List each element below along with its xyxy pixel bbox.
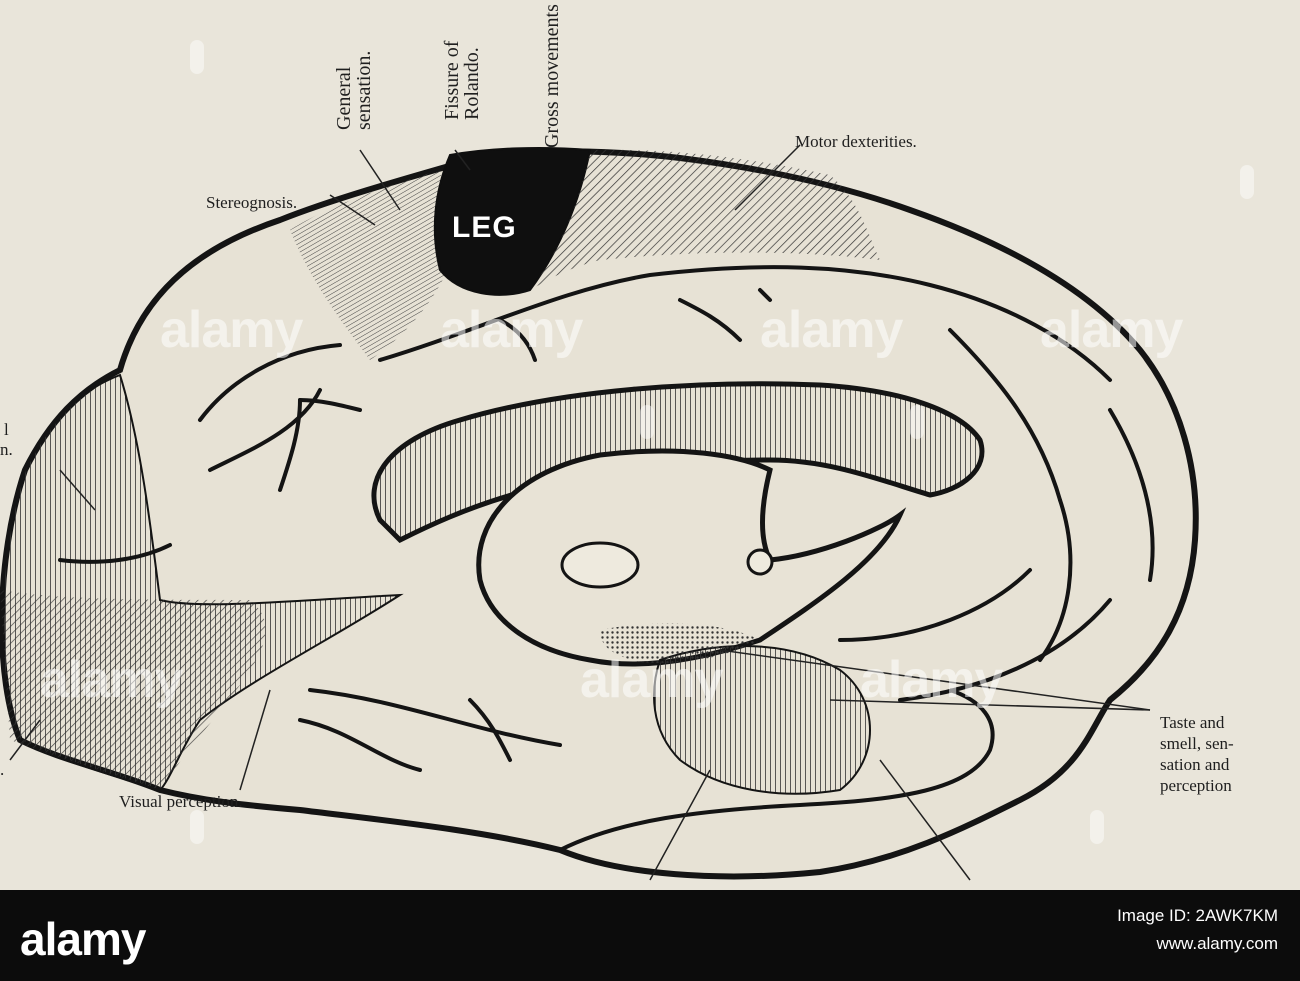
motor-region: [530, 149, 880, 290]
watermark-text: alamy: [580, 651, 723, 709]
visual-region-dark: [0, 590, 266, 790]
thalamus-area: [476, 448, 907, 667]
foramen: [746, 548, 774, 576]
watermark-text: alamy: [40, 651, 183, 709]
watermark-dot: [190, 810, 204, 844]
label-general-sensation: General sensation.: [333, 50, 375, 130]
leg-region: [433, 146, 592, 296]
label-stereognosis: Stereognosis.: [206, 193, 298, 212]
massa-intermedia: [560, 541, 640, 589]
watermark-text: alamy: [760, 301, 903, 359]
label-fissure-of-rolando: Fissure of Rolando.: [441, 40, 483, 120]
label-visual-perception: Visual perception.: [119, 792, 243, 811]
label-visual-partial-1: l: [4, 420, 9, 439]
watermark-dot: [1090, 810, 1104, 844]
uncus-region: [653, 645, 871, 795]
label-motor-dexterities: Motor dexterities.: [795, 132, 917, 151]
label-left-edge-partial: .: [0, 760, 5, 779]
watermark-dot: [190, 40, 204, 74]
watermark-text: alamy: [860, 651, 1003, 709]
footer-bar: alamy Image ID: 2AWK7KM www.alamy.com: [0, 890, 1300, 981]
watermark-text: alamy: [160, 301, 303, 359]
footer-info: Image ID: 2AWK7KM www.alamy.com: [1117, 902, 1278, 958]
footer-logo[interactable]: alamy: [20, 913, 146, 965]
diagram-area: General sensation. Fissure of Rolando. G…: [0, 4, 1254, 881]
site-url[interactable]: www.alamy.com: [1156, 934, 1278, 953]
label-leg: LEG: [452, 211, 517, 244]
leader-lines: [9, 144, 1151, 881]
watermark-dot: [640, 405, 654, 439]
stereognosis-region: [290, 170, 455, 360]
label-taste-and-smell: Taste and smell, sen- sation and percept…: [1160, 713, 1234, 795]
label-gross-movements: Gross movements: [541, 4, 563, 148]
watermark-dot: [910, 405, 924, 439]
watermark-dot: [1240, 165, 1254, 199]
label-visual-partial-2: n.: [0, 440, 13, 459]
image-id: Image ID: 2AWK7KM: [1117, 906, 1278, 925]
brain-illustration: [0, 144, 1199, 881]
watermark-text: alamy: [440, 301, 583, 359]
watermark-text: alamy: [1040, 301, 1183, 359]
dotted-region: [600, 623, 760, 663]
gyri-lines: [58, 265, 1155, 772]
